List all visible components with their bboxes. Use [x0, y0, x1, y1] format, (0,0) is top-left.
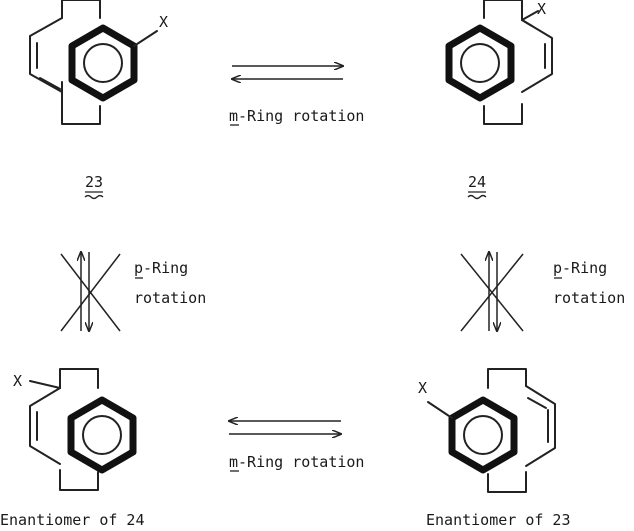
enantiomer-23-label: Enantiomer of 23 — [426, 511, 571, 529]
p-ring-rotation-label-right: rotation — [553, 289, 625, 307]
compound-23-label: 23 — [85, 173, 103, 191]
substituent-x-label: X — [159, 13, 168, 31]
substituent-x-label: X — [418, 379, 427, 397]
p-ring-label-left: p-Ring — [134, 259, 188, 277]
forbidden-rotation-left — [60, 252, 121, 331]
equilibrium-arrows-top — [232, 66, 343, 79]
structure-enantiomer-24: X — [13, 368, 137, 491]
structure-24: X — [445, 0, 553, 125]
structure-23: X — [29, 0, 168, 125]
p-ring-rotation-label-left: rotation — [134, 289, 206, 307]
substituent-x-label: X — [537, 0, 546, 18]
m-ring-rotation-label: m-Ring rotation — [229, 453, 364, 471]
structure-enantiomer-23: X — [418, 368, 556, 493]
p-ring-label-right: p-Ring — [553, 259, 607, 277]
m-ring-rotation-label: m-Ring rotation — [229, 107, 364, 125]
substituent-x-label: X — [13, 372, 22, 390]
compound-24-label: 24 — [468, 173, 486, 191]
enantiomer-24-label: Enantiomer of 24 — [0, 511, 145, 529]
equilibrium-arrows-bottom — [229, 421, 341, 434]
forbidden-rotation-right — [460, 252, 524, 331]
